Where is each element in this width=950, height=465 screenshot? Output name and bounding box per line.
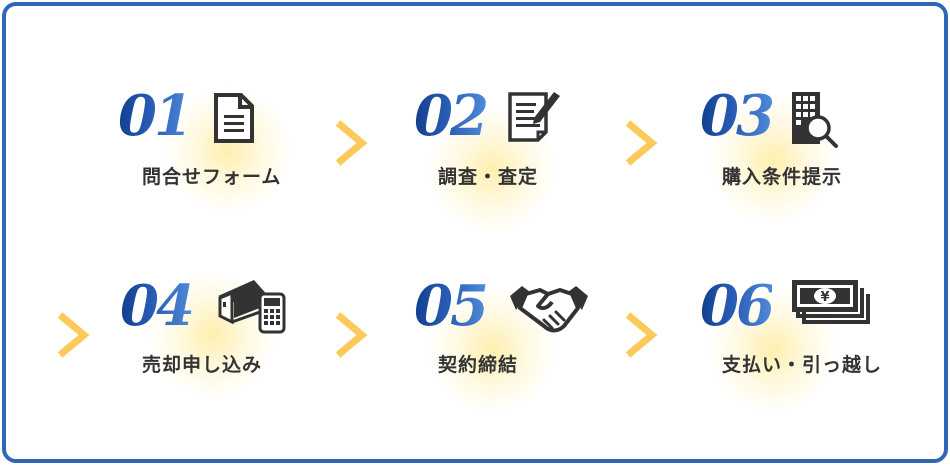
step-number: 05 [414, 273, 489, 339]
chevron-right-icon [625, 120, 658, 166]
step-number: 06 [700, 273, 775, 339]
step-number: 04 [120, 273, 195, 339]
step-number: 02 [414, 83, 489, 149]
step-number: 01 [118, 83, 193, 149]
step-label: 問合せフォーム [142, 166, 282, 188]
house-calculator-icon [218, 280, 286, 334]
chevron-right-icon [57, 312, 90, 358]
document-pen-icon [508, 92, 560, 142]
step-label: 購入条件提示 [722, 166, 843, 188]
step-number: 03 [700, 83, 775, 149]
document-icon [214, 93, 254, 143]
svg-text:¥: ¥ [820, 290, 829, 305]
step-02: 02 調査・査定 [412, 80, 632, 235]
step-label: 支払い・引っ越し [722, 354, 883, 376]
step-label: 売却申し込み [142, 354, 263, 376]
money-yen-icon: ¥ [792, 280, 870, 324]
building-search-icon [792, 92, 838, 148]
step-06: 06 ¥ 支払い・引っ越し [698, 270, 918, 415]
step-05: 05 契約締結 [412, 270, 632, 415]
step-04: 04 売却申し込み [118, 270, 338, 410]
chevron-right-icon [335, 312, 368, 358]
handshake-icon [510, 286, 588, 333]
step-01: 01 問合せフォーム [118, 80, 338, 220]
chevron-right-icon [335, 120, 368, 166]
step-03: 03 購入条件提示 [698, 80, 918, 225]
step-label: 契約締結 [438, 354, 519, 376]
chevron-right-icon [625, 312, 658, 358]
step-label: 調査・査定 [438, 166, 539, 188]
